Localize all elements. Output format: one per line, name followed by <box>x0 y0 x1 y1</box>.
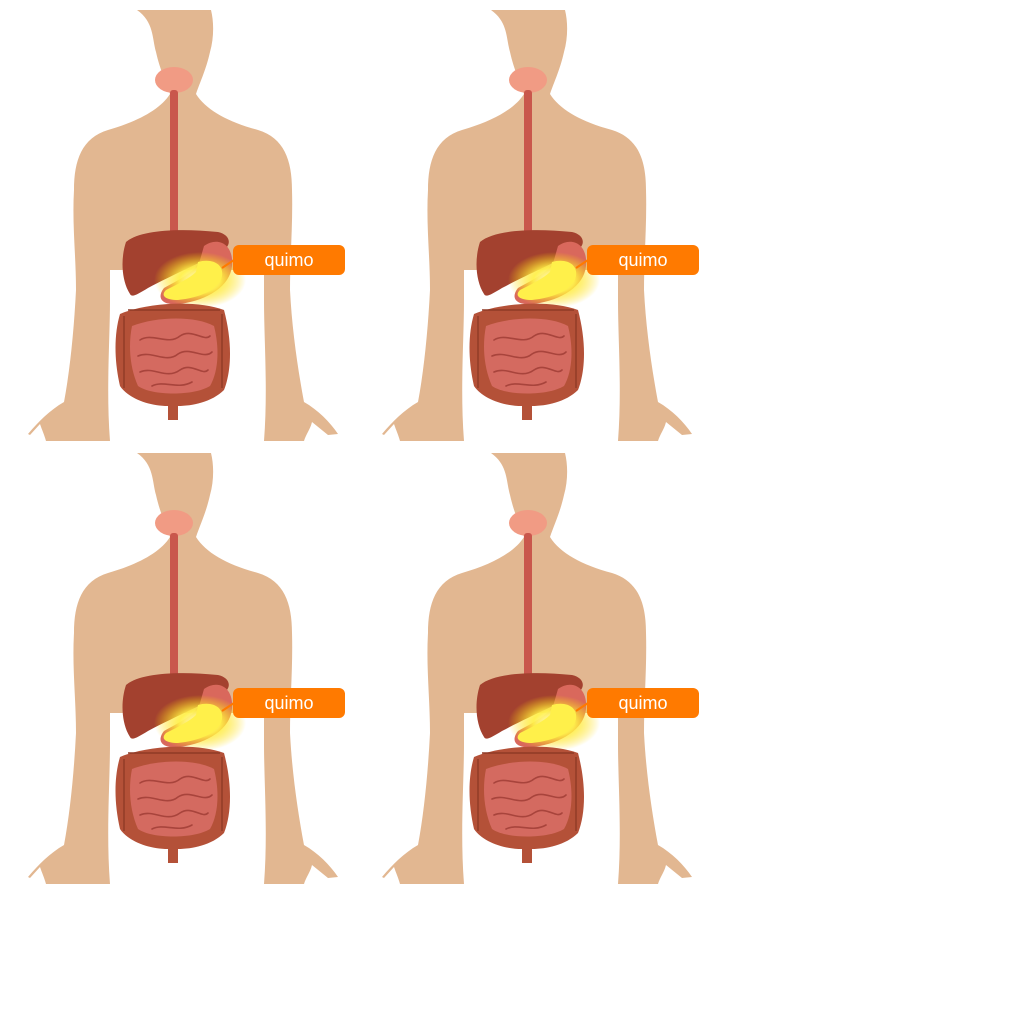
esophagus-icon <box>170 90 178 235</box>
esophagus-icon <box>170 533 178 678</box>
esophagus-icon <box>524 533 532 678</box>
esophagus-icon <box>524 90 532 235</box>
diagram-panel-4: quimo <box>382 453 736 885</box>
colon-haustra <box>123 309 223 388</box>
chyme-icon <box>163 703 223 743</box>
intestine-coils <box>137 775 213 830</box>
chyme-label: quimo <box>587 688 699 718</box>
colon-haustra <box>477 309 577 388</box>
diagram-panel-3: quimo <box>28 453 382 885</box>
mouth-icon <box>509 510 547 536</box>
intestine-coils <box>137 332 213 387</box>
chyme-icon <box>163 260 223 300</box>
mouth-icon <box>509 67 547 93</box>
chyme-label: quimo <box>587 245 699 275</box>
digestive-system-diagram <box>28 453 338 884</box>
label-leader-line <box>221 259 235 269</box>
colon-haustra <box>477 752 577 831</box>
intestine-coils <box>491 775 567 830</box>
body-silhouette <box>382 10 692 441</box>
digestive-system-diagram <box>28 10 338 441</box>
digestive-system-diagram <box>382 453 692 884</box>
diagram-panel-2: quimo <box>382 10 736 442</box>
chyme-icon <box>517 703 577 743</box>
mouth-icon <box>155 510 193 536</box>
diagram-panel-1: quimo <box>28 10 382 442</box>
body-silhouette <box>382 453 692 884</box>
body-silhouette <box>28 453 338 884</box>
intestine-coils <box>491 332 567 387</box>
chyme-label: quimo <box>233 245 345 275</box>
label-leader-line <box>575 702 589 712</box>
label-leader-line <box>221 702 235 712</box>
chyme-label: quimo <box>233 688 345 718</box>
chyme-icon <box>517 260 577 300</box>
digestive-system-diagram <box>382 10 692 441</box>
body-silhouette <box>28 10 338 441</box>
colon-haustra <box>123 752 223 831</box>
label-leader-line <box>575 259 589 269</box>
mouth-icon <box>155 67 193 93</box>
